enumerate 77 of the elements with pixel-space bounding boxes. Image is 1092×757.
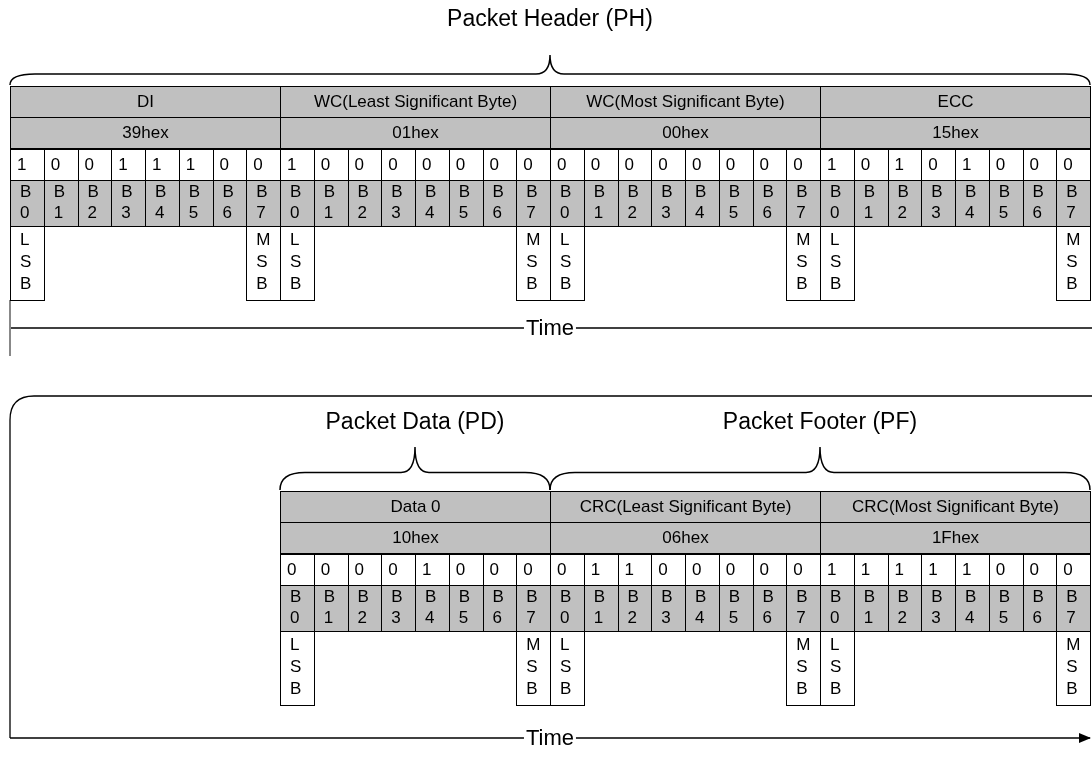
hex-value-cell: 01hex — [280, 117, 551, 149]
brace-label: Packet Header (PH) — [447, 5, 653, 32]
bit-order-tag: MSB — [786, 631, 821, 706]
bit-index-cell: B1 — [853, 180, 889, 227]
bit-index-cell: B3 — [921, 585, 956, 632]
bit-order-tag: LSB — [820, 631, 855, 706]
bit-order-tag: LSB — [550, 631, 585, 706]
bit-order-tag: MSB — [1056, 631, 1091, 706]
bit-index-cell: B7 — [1056, 585, 1091, 632]
field-name-cell: Data 0 — [280, 491, 551, 523]
bit-index-cell: B4 — [145, 180, 180, 227]
field-name-cell: ECC — [820, 86, 1091, 118]
bit-index-cell: B4 — [415, 180, 450, 227]
bit-value-cell: 0 — [1056, 149, 1091, 181]
bit-order-tag: LSB — [820, 226, 855, 301]
bit-index-cell: B7 — [786, 180, 821, 227]
bit-index-cell: B1 — [583, 180, 619, 227]
bit-index-cell: B7 — [246, 180, 281, 227]
bit-index-cell: B1 — [313, 585, 349, 632]
bit-index-cell: B5 — [178, 180, 214, 227]
bit-value-cell: 0 — [280, 554, 315, 586]
bit-index-cell: B1 — [583, 585, 619, 632]
bit-index-cell: B4 — [955, 585, 990, 632]
brace-label: Packet Footer (PF) — [722, 408, 918, 435]
bit-index-cell: B7 — [516, 180, 551, 227]
bit-order-tag: LSB — [280, 631, 315, 706]
bit-index-cell: B3 — [651, 180, 686, 227]
bit-index-cell: B0 — [280, 585, 315, 632]
hex-value-cell: 15hex — [820, 117, 1091, 149]
bit-index-cell: B1 — [313, 180, 349, 227]
field-name-cell: CRC(Most Significant Byte) — [820, 491, 1091, 523]
bit-index-cell: B5 — [718, 585, 754, 632]
bit-order-tag: MSB — [516, 631, 551, 706]
bit-index-cell: B3 — [921, 180, 956, 227]
hex-value-cell: 39hex — [10, 117, 281, 149]
bit-index-cell: B0 — [10, 180, 45, 227]
bit-index-cell: B3 — [111, 180, 146, 227]
bit-index-cell: B7 — [1056, 180, 1091, 227]
bit-index-cell: B5 — [718, 180, 754, 227]
bit-index-cell: B0 — [820, 585, 855, 632]
hex-value-cell: 06hex — [550, 522, 821, 554]
bit-index-cell: B4 — [415, 585, 450, 632]
hex-value-cell: 00hex — [550, 117, 821, 149]
bit-index-cell: B7 — [516, 585, 551, 632]
bit-index-cell: B1 — [43, 180, 79, 227]
bit-order-tag: LSB — [10, 226, 45, 301]
bit-order-tag: LSB — [280, 226, 315, 301]
brace-label: Packet Data (PD) — [325, 408, 505, 435]
bit-index-cell: B0 — [820, 180, 855, 227]
bit-order-tag: MSB — [246, 226, 281, 301]
field-name-cell: DI — [10, 86, 281, 118]
bit-index-cell: B0 — [550, 585, 585, 632]
bit-index-cell: B3 — [381, 180, 416, 227]
bit-index-cell: B3 — [651, 585, 686, 632]
bit-index-cell: B1 — [853, 585, 889, 632]
hex-value-cell: 1Fhex — [820, 522, 1091, 554]
bit-index-cell: B5 — [988, 180, 1024, 227]
bit-index-cell: B5 — [988, 585, 1024, 632]
bit-index-cell: B5 — [448, 180, 484, 227]
bit-order-tag: MSB — [516, 226, 551, 301]
field-name-cell: WC(Least Significant Byte) — [280, 86, 551, 118]
bit-order-tag: MSB — [1056, 226, 1091, 301]
field-name-cell: CRC(Least Significant Byte) — [550, 491, 821, 523]
field-name-cell: WC(Most Significant Byte) — [550, 86, 821, 118]
bit-index-cell: B4 — [955, 180, 990, 227]
bit-index-cell: B3 — [381, 585, 416, 632]
bit-value-cell: 0 — [1056, 554, 1091, 586]
bit-index-cell: B4 — [685, 180, 720, 227]
bit-index-cell: B7 — [786, 585, 821, 632]
bit-value-cell: 1 — [10, 149, 45, 181]
bit-order-tag: MSB — [786, 226, 821, 301]
bit-index-cell: B5 — [448, 585, 484, 632]
bit-order-tag: LSB — [550, 226, 585, 301]
bit-index-cell: B0 — [550, 180, 585, 227]
hex-value-cell: 10hex — [280, 522, 551, 554]
bit-index-cell: B0 — [280, 180, 315, 227]
bit-index-cell: B4 — [685, 585, 720, 632]
